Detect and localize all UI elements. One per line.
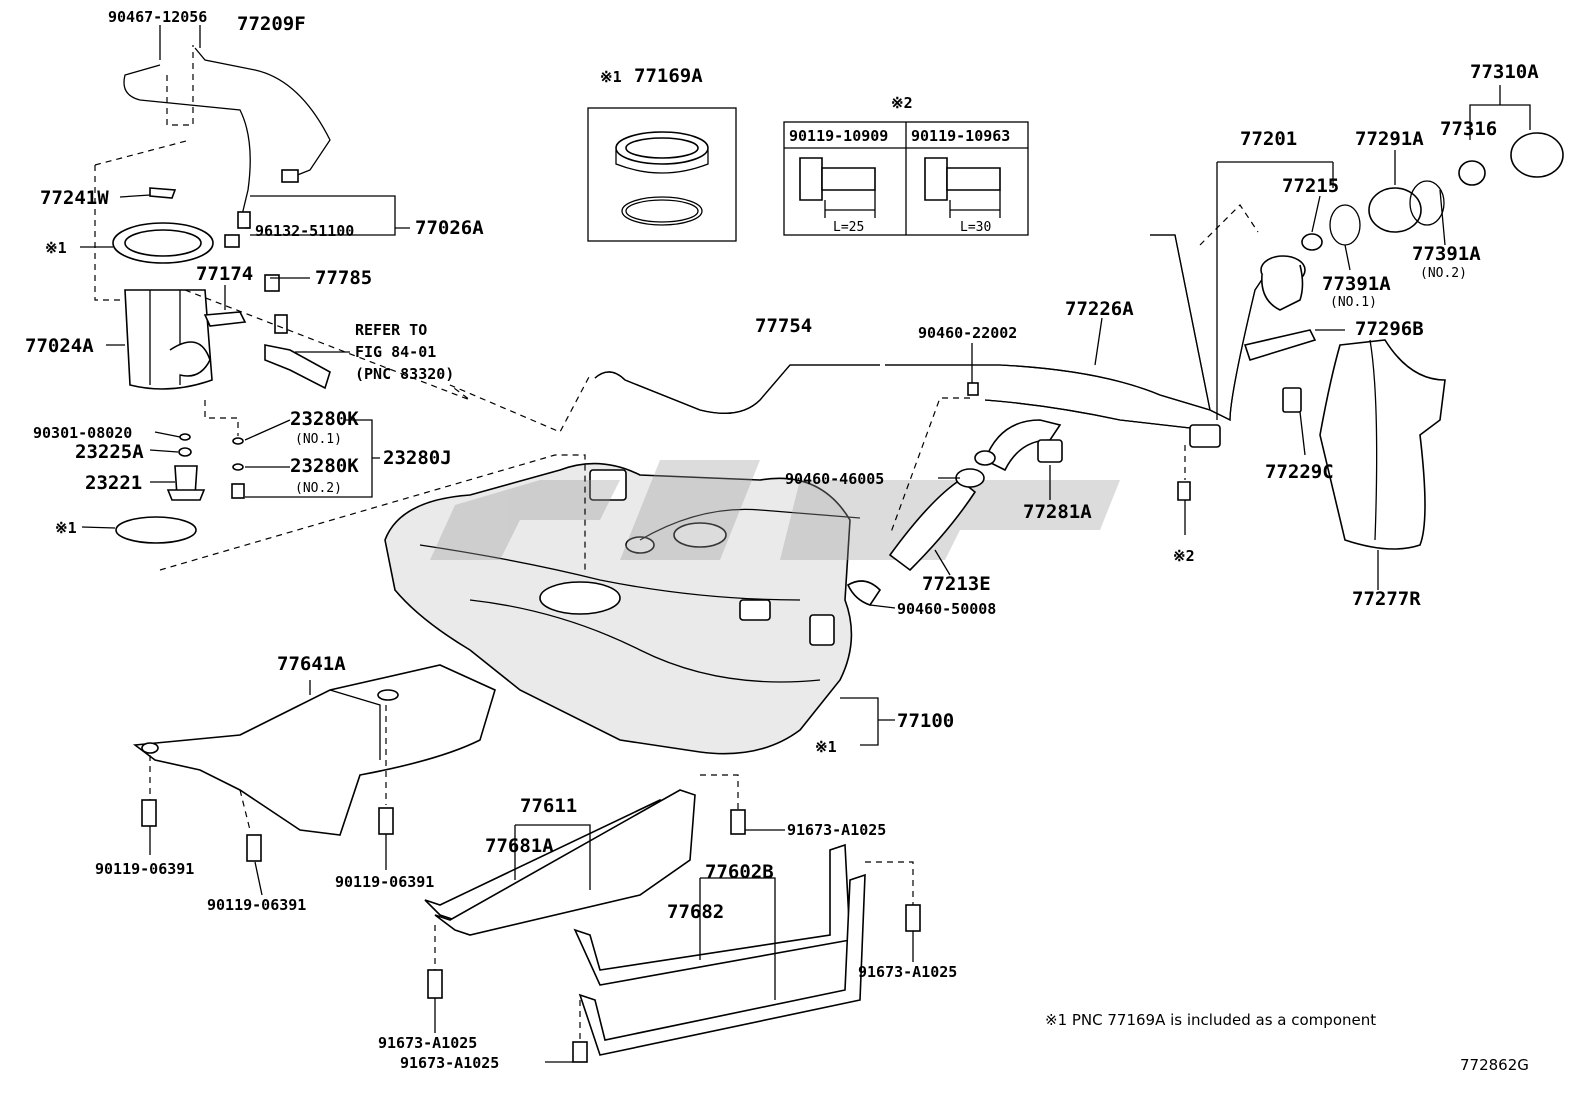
label-23221: 23221 [85,472,142,494]
label-77026A: 77026A [415,217,484,239]
label-77024A: 77024A [25,335,94,357]
box-bolts [783,121,1029,236]
label-box2-right: 90119-10963 [911,127,1010,145]
heat-shield-77277R [1319,339,1446,590]
label-box2-right-len: L=30 [960,220,991,235]
label-91673-A1025-a: 91673-A1025 [787,821,886,839]
label-77209F: 77209F [237,13,306,35]
label-mark-1a: ※1 [45,239,67,257]
label-mark-2b: ※2 [1173,547,1195,565]
label-no2-a: (NO.2) [295,481,342,496]
leader-77100 [840,697,895,746]
leader-lines-filler [869,85,1531,609]
label-23225A: 23225A [75,441,144,463]
footnote: ※1 PNC 77169A is included as a component [1045,1011,1376,1029]
label-77785: 77785 [315,267,372,289]
label-96132-51100: 96132-51100 [255,222,354,240]
label-77391A-no1: 77391A [1322,273,1391,295]
leader-dashes-pump [94,45,591,571]
label-23280J: 23280J [383,447,452,469]
leader-lines-pump [80,25,410,529]
label-no1-a: (NO.1) [295,432,342,447]
label-77611: 77611 [520,795,577,817]
label-90460-50008: 90460-50008 [897,600,996,618]
label-box2-left: 90119-10909 [789,127,888,145]
label-77316: 77316 [1440,118,1497,140]
label-77241W: 77241W [40,187,109,209]
figure-code: 772862G [1460,1056,1529,1074]
label-77226A: 77226A [1065,298,1134,320]
label-77100: 77100 [897,710,954,732]
label-77310A: 77310A [1470,61,1539,83]
label-box2-left-len: L=25 [833,220,864,235]
label-77291A: 77291A [1355,128,1424,150]
fuel-pump-assembly [112,47,331,544]
label-77229C: 77229C [1265,461,1334,483]
label-23280K-no1: 23280K [290,408,359,430]
insulator-77641A [132,664,496,896]
label-refer-2: FIG 84-01 [355,343,436,361]
label-23280K-no2: 23280K [290,455,359,477]
fuel-tank-straps [424,774,921,1063]
label-77277R: 77277R [1352,588,1421,610]
label-77201: 77201 [1240,128,1297,150]
label-77641A: 77641A [277,653,346,675]
label-77681A: 77681A [485,835,554,857]
label-no2-b: (NO.2) [1420,266,1467,281]
label-refer-3: (PNC 83320) [355,365,454,383]
label-91673-A1025-c: 91673-A1025 [378,1034,477,1052]
label-mark-2a: ※2 [891,94,913,112]
label-77682: 77682 [667,901,724,923]
label-77215: 77215 [1282,175,1339,197]
label-91673-A1025-b: 91673-A1025 [858,963,957,981]
label-90467-12056: 90467-12056 [108,8,207,26]
label-90460-22002: 90460-22002 [918,324,1017,342]
label-77174: 77174 [196,263,253,285]
label-refer-1: REFER TO [355,321,427,339]
label-77281A: 77281A [1023,501,1092,523]
label-90119-06391-b: 90119-06391 [335,873,434,891]
filler-pipe-assembly [594,132,1564,606]
label-77213E: 77213E [922,573,991,595]
label-mark-1c: ※1 [815,738,837,756]
label-77391A-no2: 77391A [1412,243,1481,265]
label-77602B: 77602B [705,861,774,883]
label-90460-46005: 90460-46005 [785,470,884,488]
label-box1-part: 77169A [634,65,703,87]
box-77169A [587,107,737,242]
label-91673-A1025-d: 91673-A1025 [400,1054,499,1072]
label-no1-b: (NO.1) [1330,295,1377,310]
label-90119-06391-a: 90119-06391 [95,860,194,878]
label-box1-mark: ※1 [600,68,622,86]
label-77296B: 77296B [1355,318,1424,340]
label-90301-08020: 90301-08020 [33,424,132,442]
label-mark-1b: ※1 [55,519,77,537]
part-labels: 90467-12056 77209F 77241W ※1 96132-51100… [25,8,1539,1074]
label-77754: 77754 [755,315,812,337]
label-90119-06391-c: 90119-06391 [207,896,306,914]
fuel-tank-77100 [384,462,861,755]
